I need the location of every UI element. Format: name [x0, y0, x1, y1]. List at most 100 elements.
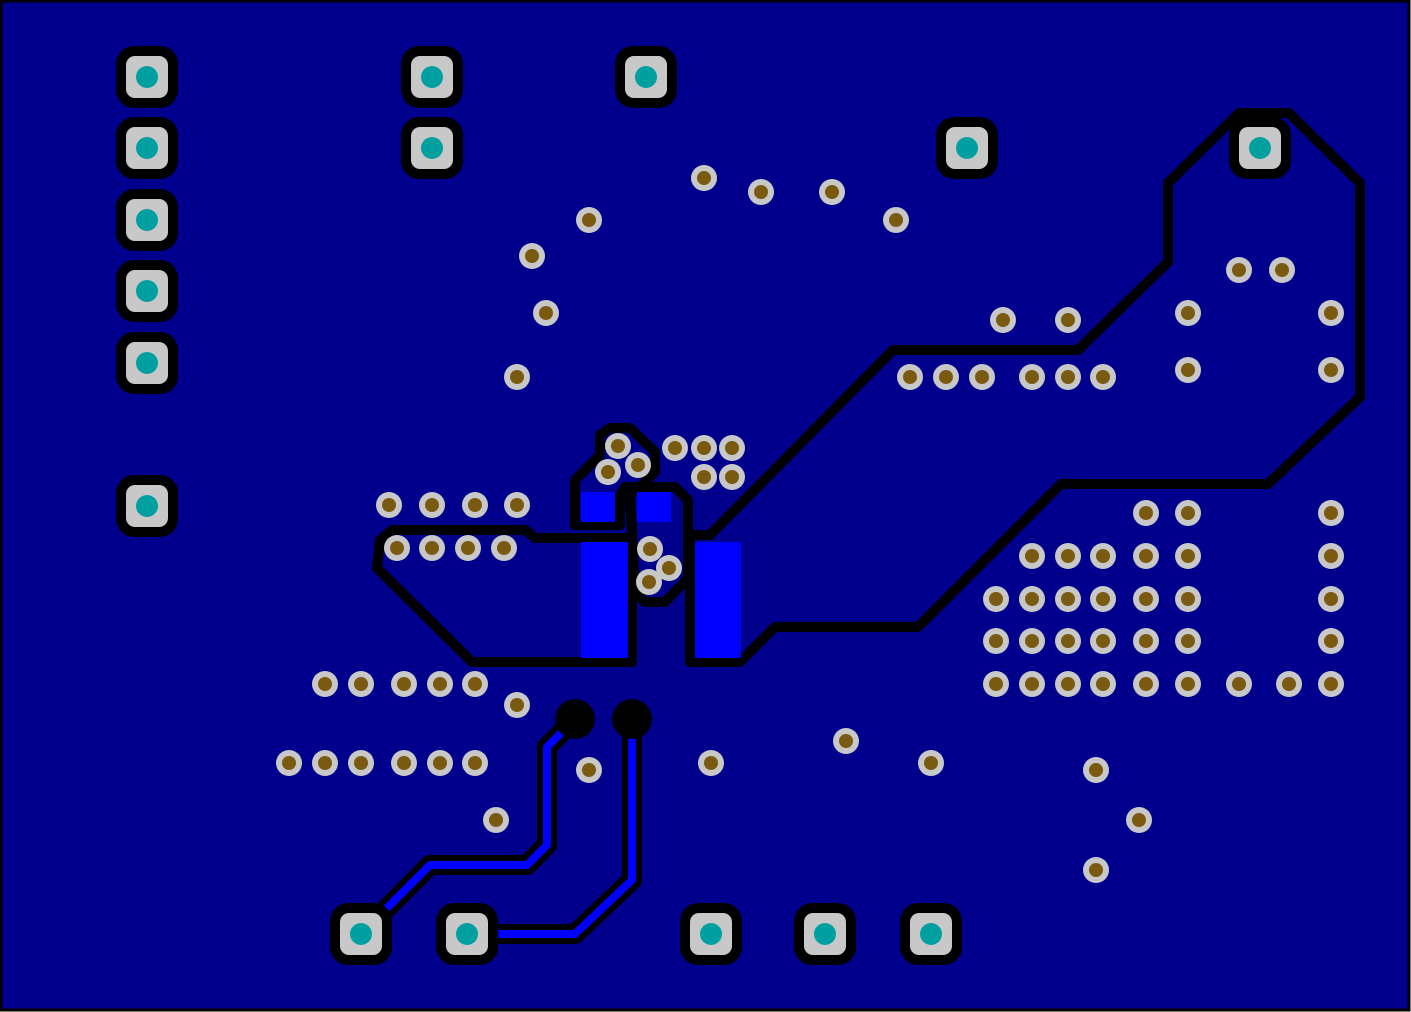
via-hole [1132, 813, 1146, 827]
via-clearance [612, 699, 652, 739]
via-hole [397, 756, 411, 770]
via-hole [1181, 677, 1195, 691]
via-hole [754, 185, 768, 199]
pad-hole [136, 66, 158, 88]
via-hole [497, 541, 511, 555]
pad-hole [814, 923, 836, 945]
via-hole [704, 756, 718, 770]
via-hole [510, 498, 524, 512]
via-hole [1232, 263, 1246, 277]
via-hole [433, 756, 447, 770]
via-hole [1324, 363, 1338, 377]
via-hole [582, 213, 596, 227]
via-hole [1139, 677, 1153, 691]
via-hole [1061, 370, 1075, 384]
pad-hole [421, 66, 443, 88]
via-hole [318, 677, 332, 691]
via-hole [489, 813, 503, 827]
vias [276, 165, 1344, 883]
via-hole [539, 306, 553, 320]
via-hole [643, 542, 657, 556]
traces [351, 709, 642, 944]
via-hole [1232, 677, 1246, 691]
pad-hole [421, 137, 443, 159]
pad-hole [136, 495, 158, 517]
via-hole [1181, 306, 1195, 320]
via-hole [525, 249, 539, 263]
copper-fill [581, 542, 628, 658]
via-hole [1096, 549, 1110, 563]
via-hole [318, 756, 332, 770]
via-hole [461, 541, 475, 555]
pad-hole [1249, 137, 1271, 159]
via-hole [1181, 634, 1195, 648]
via-hole [1324, 592, 1338, 606]
pad-hole [635, 66, 657, 88]
pad-hole [350, 923, 372, 945]
via-hole [425, 498, 439, 512]
via-hole [382, 498, 396, 512]
pad-hole [956, 137, 978, 159]
via-hole [1061, 592, 1075, 606]
via-hole [1061, 634, 1075, 648]
via-hole [1139, 634, 1153, 648]
via-hole [1139, 549, 1153, 563]
via-hole [903, 370, 917, 384]
via-hole [1096, 677, 1110, 691]
via-hole [1324, 677, 1338, 691]
via-hole [725, 441, 739, 455]
via-hole [1324, 634, 1338, 648]
via-hole [1061, 549, 1075, 563]
via-hole [839, 734, 853, 748]
via-hole [1096, 592, 1110, 606]
pad-hole [136, 280, 158, 302]
via-hole [1096, 370, 1110, 384]
via-hole [697, 171, 711, 185]
via-hole [1061, 677, 1075, 691]
via-hole [390, 541, 404, 555]
copper-fill [695, 542, 741, 658]
via-hole [354, 677, 368, 691]
via-hole [1089, 763, 1103, 777]
via-hole [397, 677, 411, 691]
via-hole [939, 370, 953, 384]
via-hole [433, 677, 447, 691]
via-hole [725, 470, 739, 484]
via-hole [989, 634, 1003, 648]
via-hole [1061, 313, 1075, 327]
via-hole [825, 185, 839, 199]
pad-hole [456, 923, 478, 945]
via-hole [468, 756, 482, 770]
via-hole [1025, 677, 1039, 691]
via-hole [1324, 506, 1338, 520]
via-hole [1139, 506, 1153, 520]
pad-hole [920, 923, 942, 945]
via-hole [1089, 863, 1103, 877]
via-hole [631, 458, 645, 472]
trace [358, 716, 578, 937]
via-hole [668, 441, 682, 455]
pad-hole [136, 137, 158, 159]
via-hole [1324, 306, 1338, 320]
via-hole [1025, 592, 1039, 606]
via-hole [975, 370, 989, 384]
via-hole [1181, 363, 1195, 377]
via-hole [1181, 506, 1195, 520]
via-hole [662, 561, 676, 575]
via-hole [697, 470, 711, 484]
pad-hole [700, 923, 722, 945]
via-hole [1181, 549, 1195, 563]
pads [116, 46, 1291, 965]
via-hole [1275, 263, 1289, 277]
via-hole [468, 677, 482, 691]
via-hole [1282, 677, 1296, 691]
via-hole [1025, 549, 1039, 563]
via-hole [468, 498, 482, 512]
via-hole [1096, 634, 1110, 648]
via-hole [354, 756, 368, 770]
via-hole [996, 313, 1010, 327]
via-clearance [555, 699, 595, 739]
trace [467, 719, 636, 938]
via-hole [601, 465, 615, 479]
